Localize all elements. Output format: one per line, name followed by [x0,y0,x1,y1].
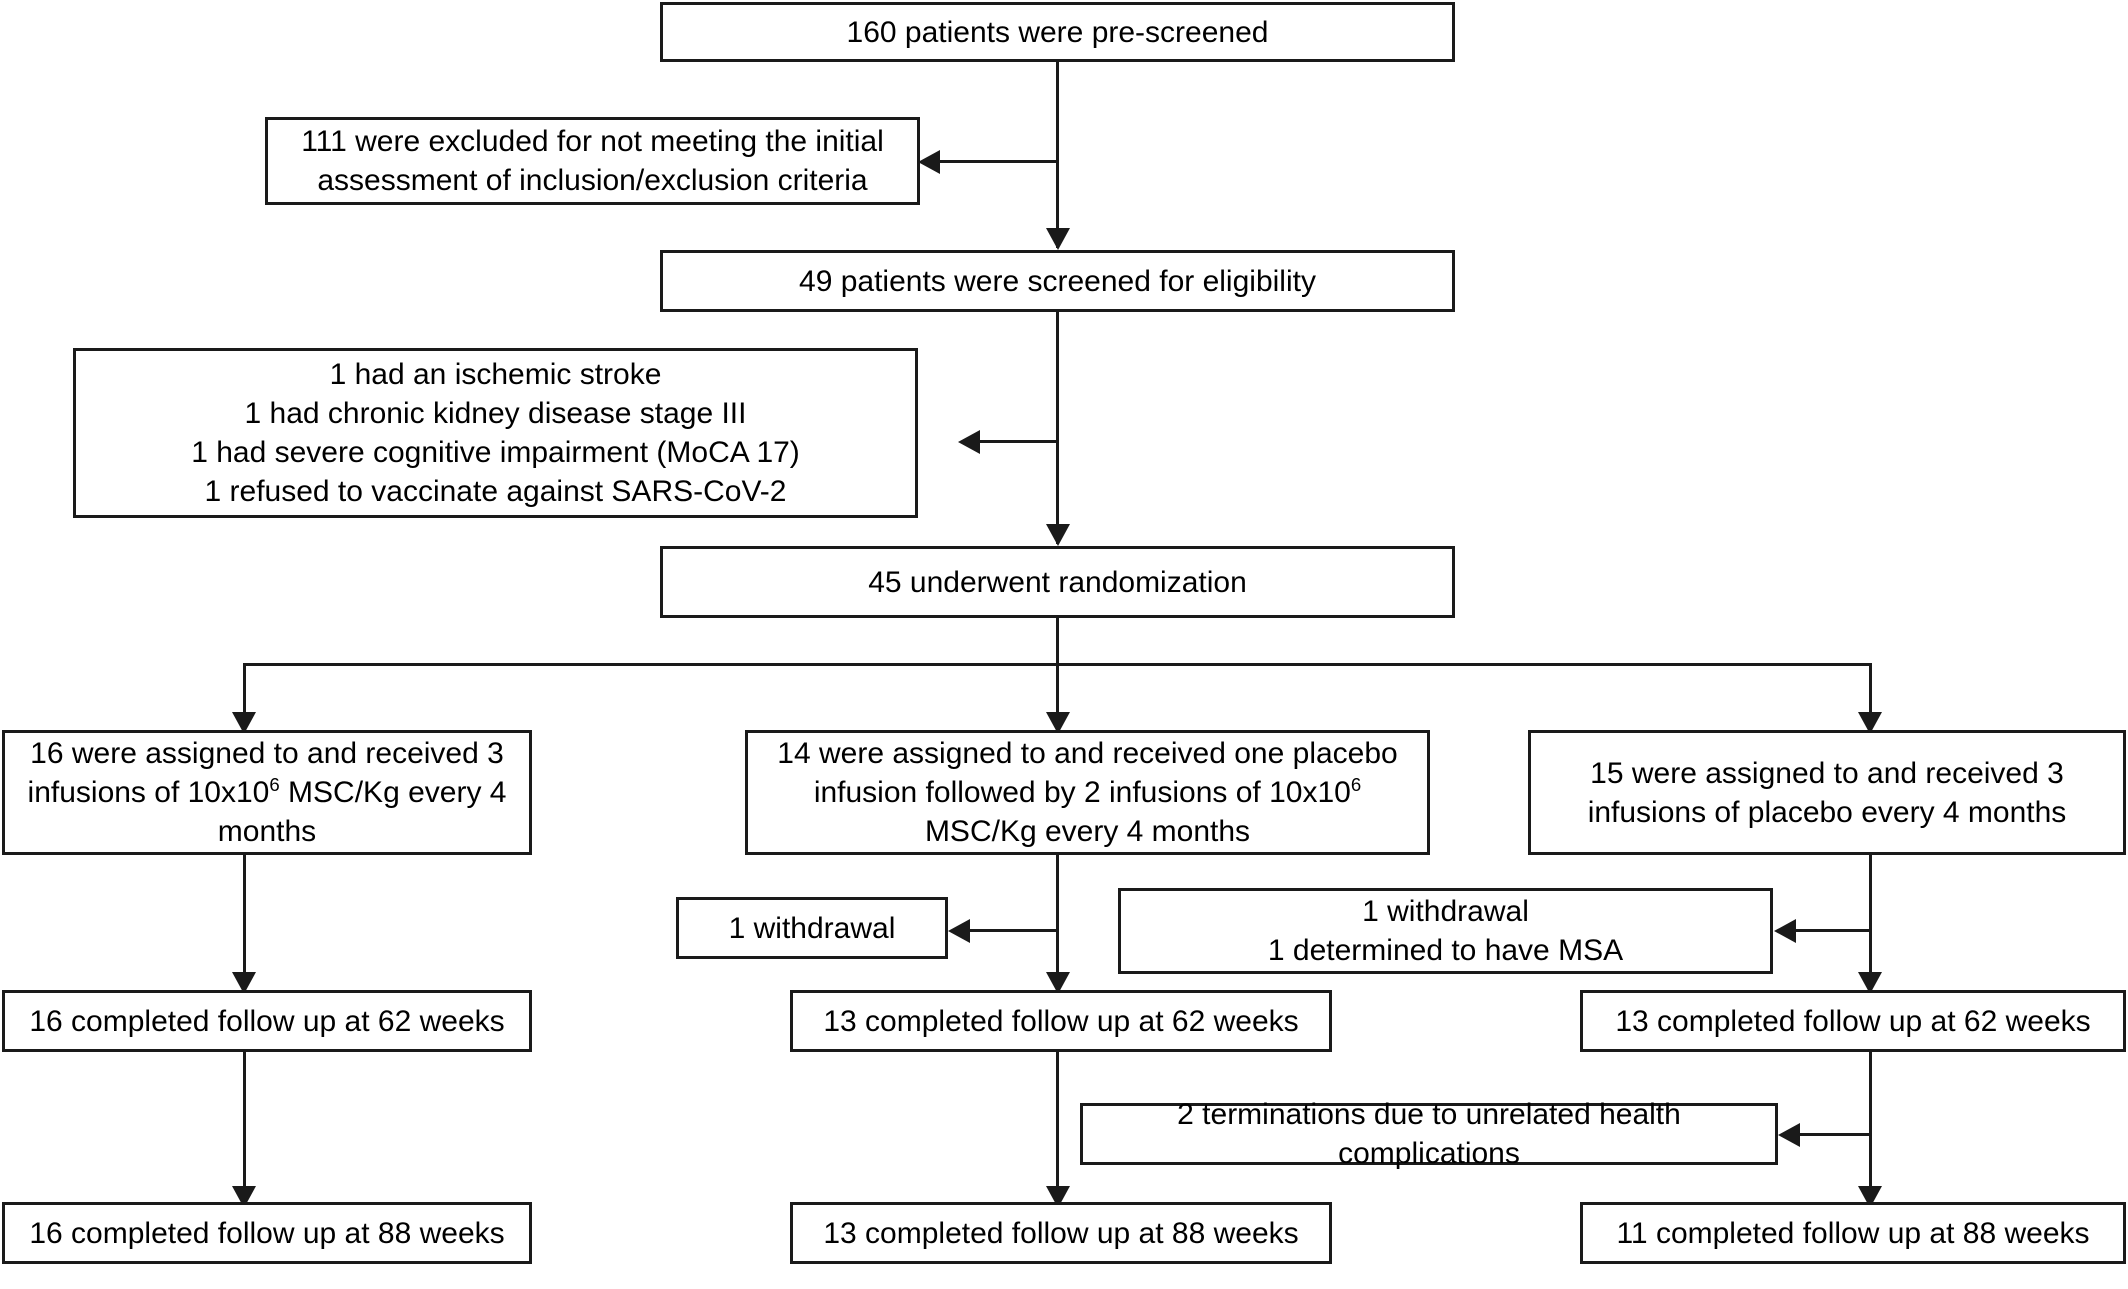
arm-msc-line-2-post: MSC/Kg every 4 [279,776,507,809]
arrowhead-to-withdrawal-mid [948,919,970,943]
excluded-initial-line-2: assessment of inclusion/exclusion criter… [317,164,868,197]
excluded-detail-line-3: 1 had severe cognitive impairment (MoCA … [191,436,800,469]
arrowhead-to-screened [1046,228,1070,250]
arrowhead-to-arm-placebo [1858,712,1882,734]
followup62-placebo-label: 13 completed follow up at 62 weeks [1615,1004,2091,1038]
arrowhead-arm-msc-followup62 [232,972,256,994]
arm-mixed-line-2: infusion followed by 2 infusions of 10x1… [758,773,1417,812]
arm-placebo-line-2: infusions of placebo every 4 months [1587,795,2067,829]
connector-arm-mixed-to-followup62 [1056,855,1059,990]
arrowhead-to-excluded-detail [958,430,980,454]
withdrawal-mid-label: 1 withdrawal [728,911,896,945]
arrowhead-to-arm-mixed [1046,712,1070,734]
box-arm-placebo: 15 were assigned to and received 3 infus… [1528,730,2126,855]
arrowhead-to-randomized [1046,524,1070,546]
arm-msc-line-1: 16 were assigned to and received 3 [30,737,504,770]
connector-prescreened-to-screened [1056,62,1059,248]
arm-mixed-line-1: 14 were assigned to and received one pla… [777,737,1398,770]
box-randomized: 45 underwent randomization [660,546,1455,618]
box-arm-msc: 16 were assigned to and received 3 infus… [2,730,532,855]
box-terminations: 2 terminations due to unrelated health c… [1080,1098,1778,1170]
box-followup62-mixed: 13 completed follow up at 62 weeks [790,990,1332,1052]
connector-screened-to-randomized [1056,312,1059,544]
connector-drop-arm-placebo [1869,663,1872,720]
connector-arm-placebo-to-followup62 [1869,855,1872,990]
arm-mixed-exponent: 6 [1350,774,1362,795]
box-followup62-placebo: 13 completed follow up at 62 weeks [1580,990,2126,1052]
box-followup88-msc: 16 completed follow up at 88 weeks [2,1202,532,1264]
box-followup88-placebo: 11 completed follow up at 88 weeks [1580,1202,2126,1264]
excluded-detail-line-4: 1 refused to vaccinate against SARS-CoV-… [204,475,787,508]
arm-mixed-line-2-pre: infusion followed by 2 infusions of 10x1… [813,776,1351,809]
followup62-mixed-label: 13 completed follow up at 62 weeks [823,1004,1299,1038]
box-arm-mixed: 14 were assigned to and received one pla… [745,730,1430,855]
connector-to-excluded-initial [930,160,1058,163]
excluded-detail-line-1: 1 had an ischemic stroke [329,358,662,391]
withdrawal-right-line-2: 1 determined to have MSA [1267,934,1624,967]
withdrawal-right-line-1: 1 withdrawal [1362,895,1529,928]
box-prescreened-label: 160 patients were pre-screened [846,15,1269,49]
box-screened-label: 49 patients were screened for eligibilit… [799,264,1316,298]
box-screened: 49 patients were screened for eligibilit… [660,250,1455,312]
connector-randomization-bus [243,663,1872,666]
connector-to-withdrawal-right [1786,929,1871,932]
box-prescreened: 160 patients were pre-screened [660,2,1455,62]
arrowhead-to-withdrawal-right [1774,919,1796,943]
arm-msc-line-2-pre: infusions of 10x10 [27,776,270,809]
arrowhead-to-terminations [1778,1123,1800,1147]
connector-arm-msc-to-followup62 [243,855,246,990]
followup88-placebo-label: 11 completed follow up at 88 weeks [1616,1216,2090,1250]
box-followup62-msc: 16 completed follow up at 62 weeks [2,990,532,1052]
connector-to-excluded-detail [970,440,1058,443]
arm-placebo-line-1: 15 were assigned to and received 3 [1590,756,2064,790]
followup88-msc-label: 16 completed follow up at 88 weeks [29,1216,505,1250]
excluded-detail-line-2: 1 had chronic kidney disease stage III [244,397,747,430]
connector-randomized-stem [1056,618,1059,720]
box-withdrawal-mid: 1 withdrawal [676,897,948,959]
arm-msc-line-2: infusions of 10x106 MSC/Kg every 4 [15,773,519,812]
box-excluded-detail: 1 had an ischemic stroke 1 had chronic k… [73,348,918,518]
connector-to-terminations [1790,1133,1871,1136]
connector-to-withdrawal-mid [960,929,1058,932]
box-excluded-initial: 111 were excluded for not meeting the in… [265,117,920,205]
connector-mixed-62-to-88 [1056,1052,1059,1202]
arm-msc-line-3: months [217,815,317,848]
followup62-msc-label: 16 completed follow up at 62 weeks [29,1004,505,1038]
terminations-label: 2 terminations due to unrelated health c… [1177,1098,1681,1170]
box-followup88-mixed: 13 completed follow up at 88 weeks [790,1202,1332,1264]
excluded-initial-line-1: 111 were excluded for not meeting the in… [301,125,884,158]
box-withdrawal-right: 1 withdrawal 1 determined to have MSA [1118,888,1773,974]
connector-placebo-62-to-88 [1869,1052,1872,1202]
arm-msc-exponent: 6 [269,774,280,795]
arm-mixed-line-3: MSC/Kg every 4 months [924,815,1251,848]
connector-drop-arm-msc [243,663,246,720]
arrowhead-arm-mixed-followup62 [1046,972,1070,994]
arrowhead-to-arm-msc [232,712,256,734]
arrowhead-to-excluded-initial [918,150,940,174]
followup88-mixed-label: 13 completed follow up at 88 weeks [823,1216,1299,1250]
arrowhead-arm-placebo-followup62 [1858,972,1882,994]
connector-msc-62-to-88 [243,1052,246,1202]
box-randomized-label: 45 underwent randomization [868,565,1247,599]
